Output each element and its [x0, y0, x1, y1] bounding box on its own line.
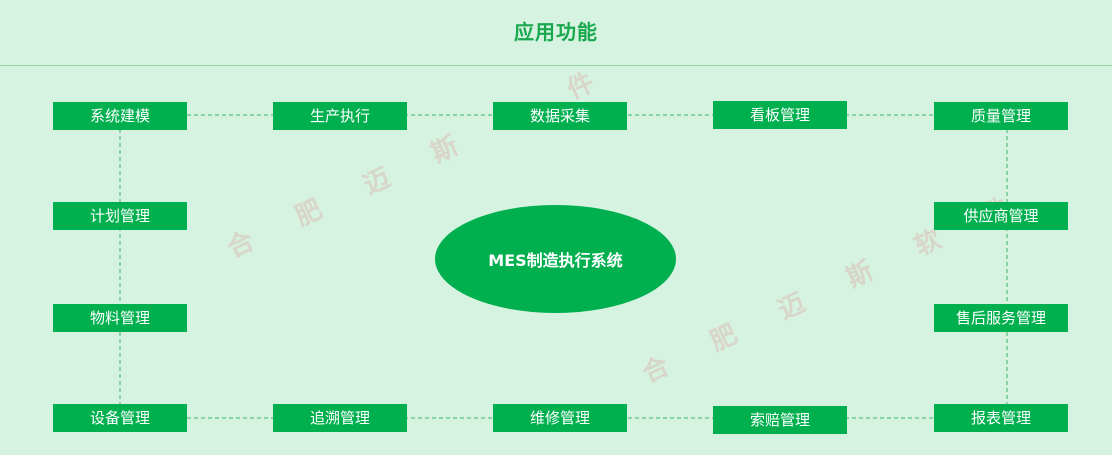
node-traceability-management[interactable]: 追溯管理 [273, 404, 407, 432]
node-maintenance-management[interactable]: 维修管理 [493, 404, 627, 432]
node-claim-management[interactable]: 索赔管理 [713, 406, 847, 434]
node-quality-management[interactable]: 质量管理 [934, 102, 1068, 130]
node-data-collection[interactable]: 数据采集 [493, 102, 627, 130]
node-after-sales-management[interactable]: 售后服务管理 [934, 304, 1068, 332]
page-title: 应用功能 [514, 20, 598, 44]
node-report-management[interactable]: 报表管理 [934, 404, 1068, 432]
node-production-execution[interactable]: 生产执行 [273, 102, 407, 130]
center-mes-system[interactable]: MES制造执行系统 [435, 205, 676, 313]
center-mes-label: MES制造执行系统 [488, 251, 623, 270]
node-equipment-management[interactable]: 设备管理 [53, 404, 187, 432]
node-kanban-management[interactable]: 看板管理 [713, 101, 847, 129]
node-material-management[interactable]: 物料管理 [53, 304, 187, 332]
node-supplier-management[interactable]: 供应商管理 [934, 202, 1068, 230]
node-system-modeling[interactable]: 系统建模 [53, 102, 187, 130]
node-plan-management[interactable]: 计划管理 [53, 202, 187, 230]
header-divider [0, 65, 1112, 66]
